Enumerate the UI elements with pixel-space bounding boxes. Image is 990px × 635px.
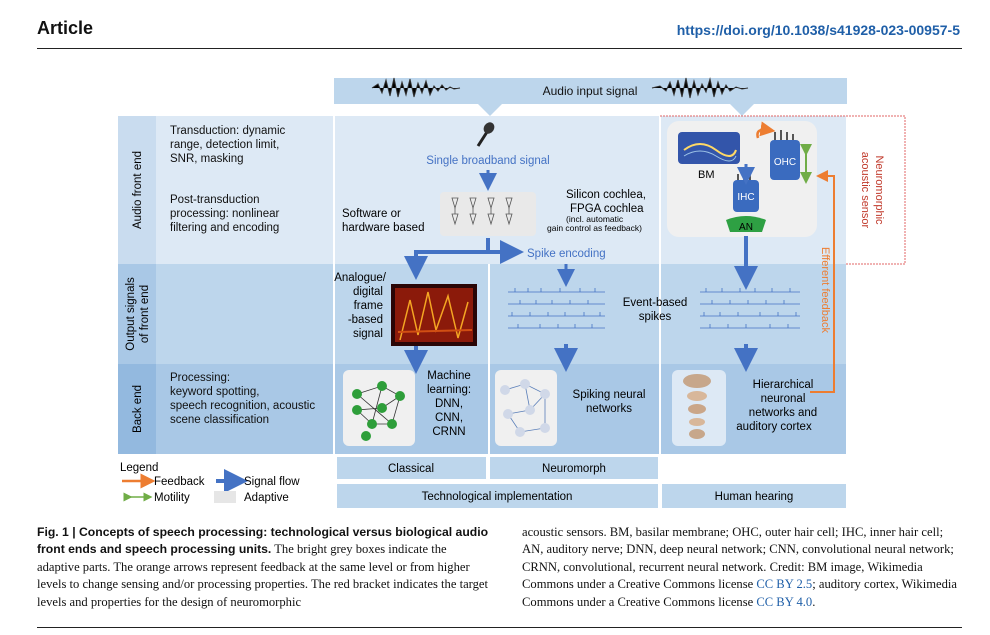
broadband-label: Single broadband signal xyxy=(426,155,549,167)
sw-hw-2: hardware based xyxy=(342,222,424,234)
caption-right-mid: ; auditory cortex, Wikimedia Commons und… xyxy=(522,577,957,609)
article-label: Article xyxy=(37,18,94,38)
caption-right-end: . xyxy=(812,594,816,609)
filterbank-icon xyxy=(451,197,513,226)
legend-feedback: Feedback xyxy=(154,476,205,488)
hier-3: networks and xyxy=(749,407,817,419)
footer-rule xyxy=(37,627,962,628)
ml-5: CRNN xyxy=(432,426,465,438)
neuromorph-label: Neuromorph xyxy=(542,463,606,475)
row-label-frontend: Audio front end xyxy=(132,151,144,229)
row-label-backend: Back end xyxy=(132,385,144,433)
legend-title: Legend xyxy=(120,462,158,474)
processing-3: speech recognition, acoustic xyxy=(170,400,315,412)
ml-4: CNN, xyxy=(435,412,463,424)
ihc-label: IHC xyxy=(737,192,754,203)
legend-signal-flow: Signal flow xyxy=(244,476,300,488)
caption-left-text: The bright grey boxes indicate the adapt… xyxy=(37,542,489,609)
transduction-2: range, detection limit, xyxy=(170,139,279,151)
analogue-5: signal xyxy=(353,328,383,340)
hier-1: Hierarchical xyxy=(753,379,814,391)
row-label-strip-1 xyxy=(118,116,156,264)
legend-adaptive-swatch xyxy=(214,491,236,503)
caption-right: acoustic sensors. BM, basilar membrane; … xyxy=(522,524,962,611)
red-bracket xyxy=(660,115,906,265)
hier-4: auditory cortex xyxy=(736,421,812,433)
tech-label: Technological implementation xyxy=(422,491,573,503)
neuromorph-bar xyxy=(490,457,658,479)
ohc-cell xyxy=(770,140,800,180)
hier-2: neuronal xyxy=(761,393,806,405)
post-1: Post-transduction xyxy=(170,194,260,206)
analogue-2: digital xyxy=(353,286,383,298)
ml-2: learning: xyxy=(427,384,471,396)
silicon-1: Silicon cochlea, xyxy=(566,189,646,201)
classical-label: Classical xyxy=(388,463,434,475)
row-label-output-1: Output signals xyxy=(125,277,137,351)
silicon-2: FPGA cochlea xyxy=(570,203,644,215)
audio-input-banner xyxy=(334,78,847,104)
spike-encoding-label: Spike encoding xyxy=(527,248,606,260)
human-bar xyxy=(662,484,846,508)
silicon-note-1: (incl. automatic xyxy=(566,214,624,224)
row-label-strip-2 xyxy=(118,264,156,364)
post-2: processing: nonlinear xyxy=(170,208,279,220)
caption-right-text: acoustic sensors. BM, basilar membrane; … xyxy=(522,525,954,592)
caption-left: Fig. 1 | Concepts of speech processing: … xyxy=(37,524,491,611)
tech-bar xyxy=(337,484,658,508)
spike-raster-left xyxy=(508,288,605,329)
neuromorphic-label-2: acoustic sensor xyxy=(859,152,871,229)
processing-1: Processing: xyxy=(170,372,230,384)
processing-4: scene classification xyxy=(170,414,269,426)
output-row-bg xyxy=(118,264,846,364)
neuromorphic-label-1: Neuromorphic xyxy=(873,155,885,225)
audio-input-label: Audio input signal xyxy=(543,84,638,98)
dnn-network-icon xyxy=(352,381,405,441)
ohc-label: OHC xyxy=(774,157,796,168)
analogue-1: Analogue/ xyxy=(334,272,387,284)
row-label-output-2: of front end xyxy=(139,285,151,343)
snn-network-icon xyxy=(500,379,550,437)
classical-bar xyxy=(337,457,486,479)
analogue-3: frame xyxy=(354,300,383,312)
legend-adaptive: Adaptive xyxy=(244,492,289,504)
auditory-cortex-image xyxy=(683,374,711,439)
waveform-left xyxy=(371,77,461,98)
an-shape xyxy=(726,216,766,232)
bm-label: BM xyxy=(698,169,715,181)
sw-hw-1: Software or xyxy=(342,208,401,220)
snn-2: networks xyxy=(586,403,632,415)
license-link-1[interactable]: CC BY 2.5 xyxy=(756,577,813,592)
processing-2: keyword spotting, xyxy=(170,386,260,398)
event-based-2: spikes xyxy=(639,311,672,323)
microphone-icon xyxy=(476,122,495,147)
ml-3: DNN, xyxy=(435,398,463,410)
efferent-label: Efferent feedback xyxy=(819,247,831,334)
transduction-1: Transduction: dynamic xyxy=(170,125,286,137)
human-label: Human hearing xyxy=(715,491,794,503)
waveform-right xyxy=(651,77,749,99)
an-label: AN xyxy=(739,222,753,233)
license-link-2[interactable]: CC BY 4.0 xyxy=(756,594,813,609)
legend-motility: Motility xyxy=(154,492,190,504)
snn-1: Spiking neural xyxy=(573,389,646,401)
transduction-3: SNR, masking xyxy=(170,153,244,165)
post-3: filtering and encoding xyxy=(170,222,279,234)
doi-link[interactable]: https://doi.org/10.1038/s41928-023-00957… xyxy=(676,22,960,38)
row-label-strip-3 xyxy=(118,364,156,454)
event-based-1: Event-based xyxy=(623,297,688,309)
analogue-4: -based xyxy=(348,314,383,326)
spike-raster-right xyxy=(700,288,800,329)
silicon-note-2: gain control as feedback) xyxy=(547,223,642,233)
header-rule xyxy=(37,48,962,49)
ml-1: Machine xyxy=(427,370,470,382)
ihc-cell xyxy=(733,180,759,212)
caption-fig-label: Fig. 1 | Concepts of speech processing: … xyxy=(37,525,489,557)
